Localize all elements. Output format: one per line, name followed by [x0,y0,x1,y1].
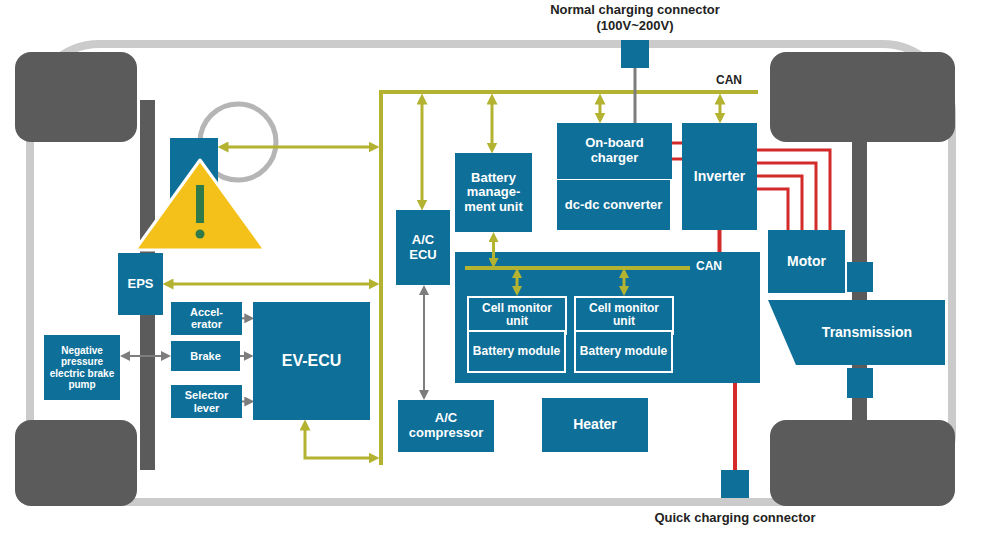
connector [242,318,249,319]
node-text: EPS [127,277,153,292]
battery-pack-fill [455,252,760,383]
inverter-box: Inverter [682,123,757,230]
can-bus [379,90,383,465]
node-text: Negative pressure electric brake pump [47,345,117,390]
charging-port [621,40,649,68]
wheel [15,420,137,506]
connector-line [242,401,249,403]
warning-mark [196,185,204,223]
node-text: Selector lever [174,389,239,414]
warning-triangle [135,160,265,250]
connector [240,356,249,357]
connector-line [242,317,249,319]
battery-pack: CAN Cell monitor unitBattery module Cell m… [455,252,760,383]
connector [517,273,518,291]
node-text: Transmission [822,325,912,341]
node-text: Battery module [473,345,560,358]
transmission-shape: Transmission [768,300,945,365]
connector-line [757,163,816,230]
connector [757,150,830,230]
connector-line [672,158,682,161]
connector-line [240,355,249,357]
connector-line [125,355,166,357]
warning-mark [196,230,205,239]
part-label: Normal charging connector (100V~200V) [535,2,735,33]
wheel [770,420,955,506]
charger-box: On-board charger [557,123,672,179]
node-text: Accel- erator [174,306,239,331]
node-text: Battery module [580,345,667,358]
node-text: A/C compressor [401,411,491,440]
can-link [168,283,374,286]
connector-line [423,290,425,395]
node-text: Battery manage- ment unit [458,171,529,215]
connector [493,237,494,263]
connector [719,230,720,252]
power-line [733,383,737,470]
control-unit: Battery manage- ment unit [455,153,532,232]
node-text: Inverter [694,169,745,185]
steering-unit: EPS [118,253,163,315]
module-box: Battery module [574,330,673,373]
wheel [15,52,137,142]
pump-box: Negative pressure electric brake pump [44,335,120,400]
converter-box: dc-dc converter [557,180,670,230]
can-bus [465,266,690,270]
connector-line [757,176,802,230]
node-text: On-board charger [560,136,669,165]
connector-line [672,142,682,145]
connector-line [623,273,626,291]
node-text: A/C ECU [399,233,447,262]
axle-joint [847,368,873,398]
can-link [491,99,494,148]
control-unit: A/C ECU [396,210,450,285]
connector-line [757,189,788,230]
node-text: Heater [573,417,617,433]
connector-line [492,237,495,263]
node-text: Cell monitor unit [579,302,669,329]
motor-box: Motor [768,230,845,293]
can-link [223,146,374,149]
charge-cable [634,68,637,123]
node-text: dc-dc converter [565,198,663,213]
node-text: Motor [787,254,826,270]
can-link [421,99,424,205]
part-label: Quick charging connector [635,510,835,526]
connector-line [718,230,722,252]
connector [672,143,682,159]
connector [125,356,166,357]
sensor-box: Selector lever [171,385,242,418]
wheel [770,52,955,142]
node-text: Brake [190,350,221,362]
axle-joint [847,262,873,292]
connector [424,290,425,395]
compressor-box: A/C compressor [398,400,494,452]
sensor-box: Brake [171,341,240,371]
charging-port [721,470,749,498]
can-link [719,99,722,118]
can-link [599,99,602,118]
node-text: Cell monitor unit [472,302,562,329]
node-text: EV-ECU [282,352,342,370]
can-link [305,425,374,458]
control-unit: EV-ECU [253,302,370,420]
part-label: CAN [716,73,760,87]
can-bus [379,90,758,94]
connector [624,273,625,291]
connector-line [516,273,519,291]
node-text: CAN [696,260,722,273]
transmission-outline [768,300,945,365]
sensor-box: Accel- erator [171,302,242,335]
module-box: Battery module [467,330,566,373]
connector [242,401,249,402]
heater-box: Heater [542,398,648,452]
connector-line [757,150,830,230]
